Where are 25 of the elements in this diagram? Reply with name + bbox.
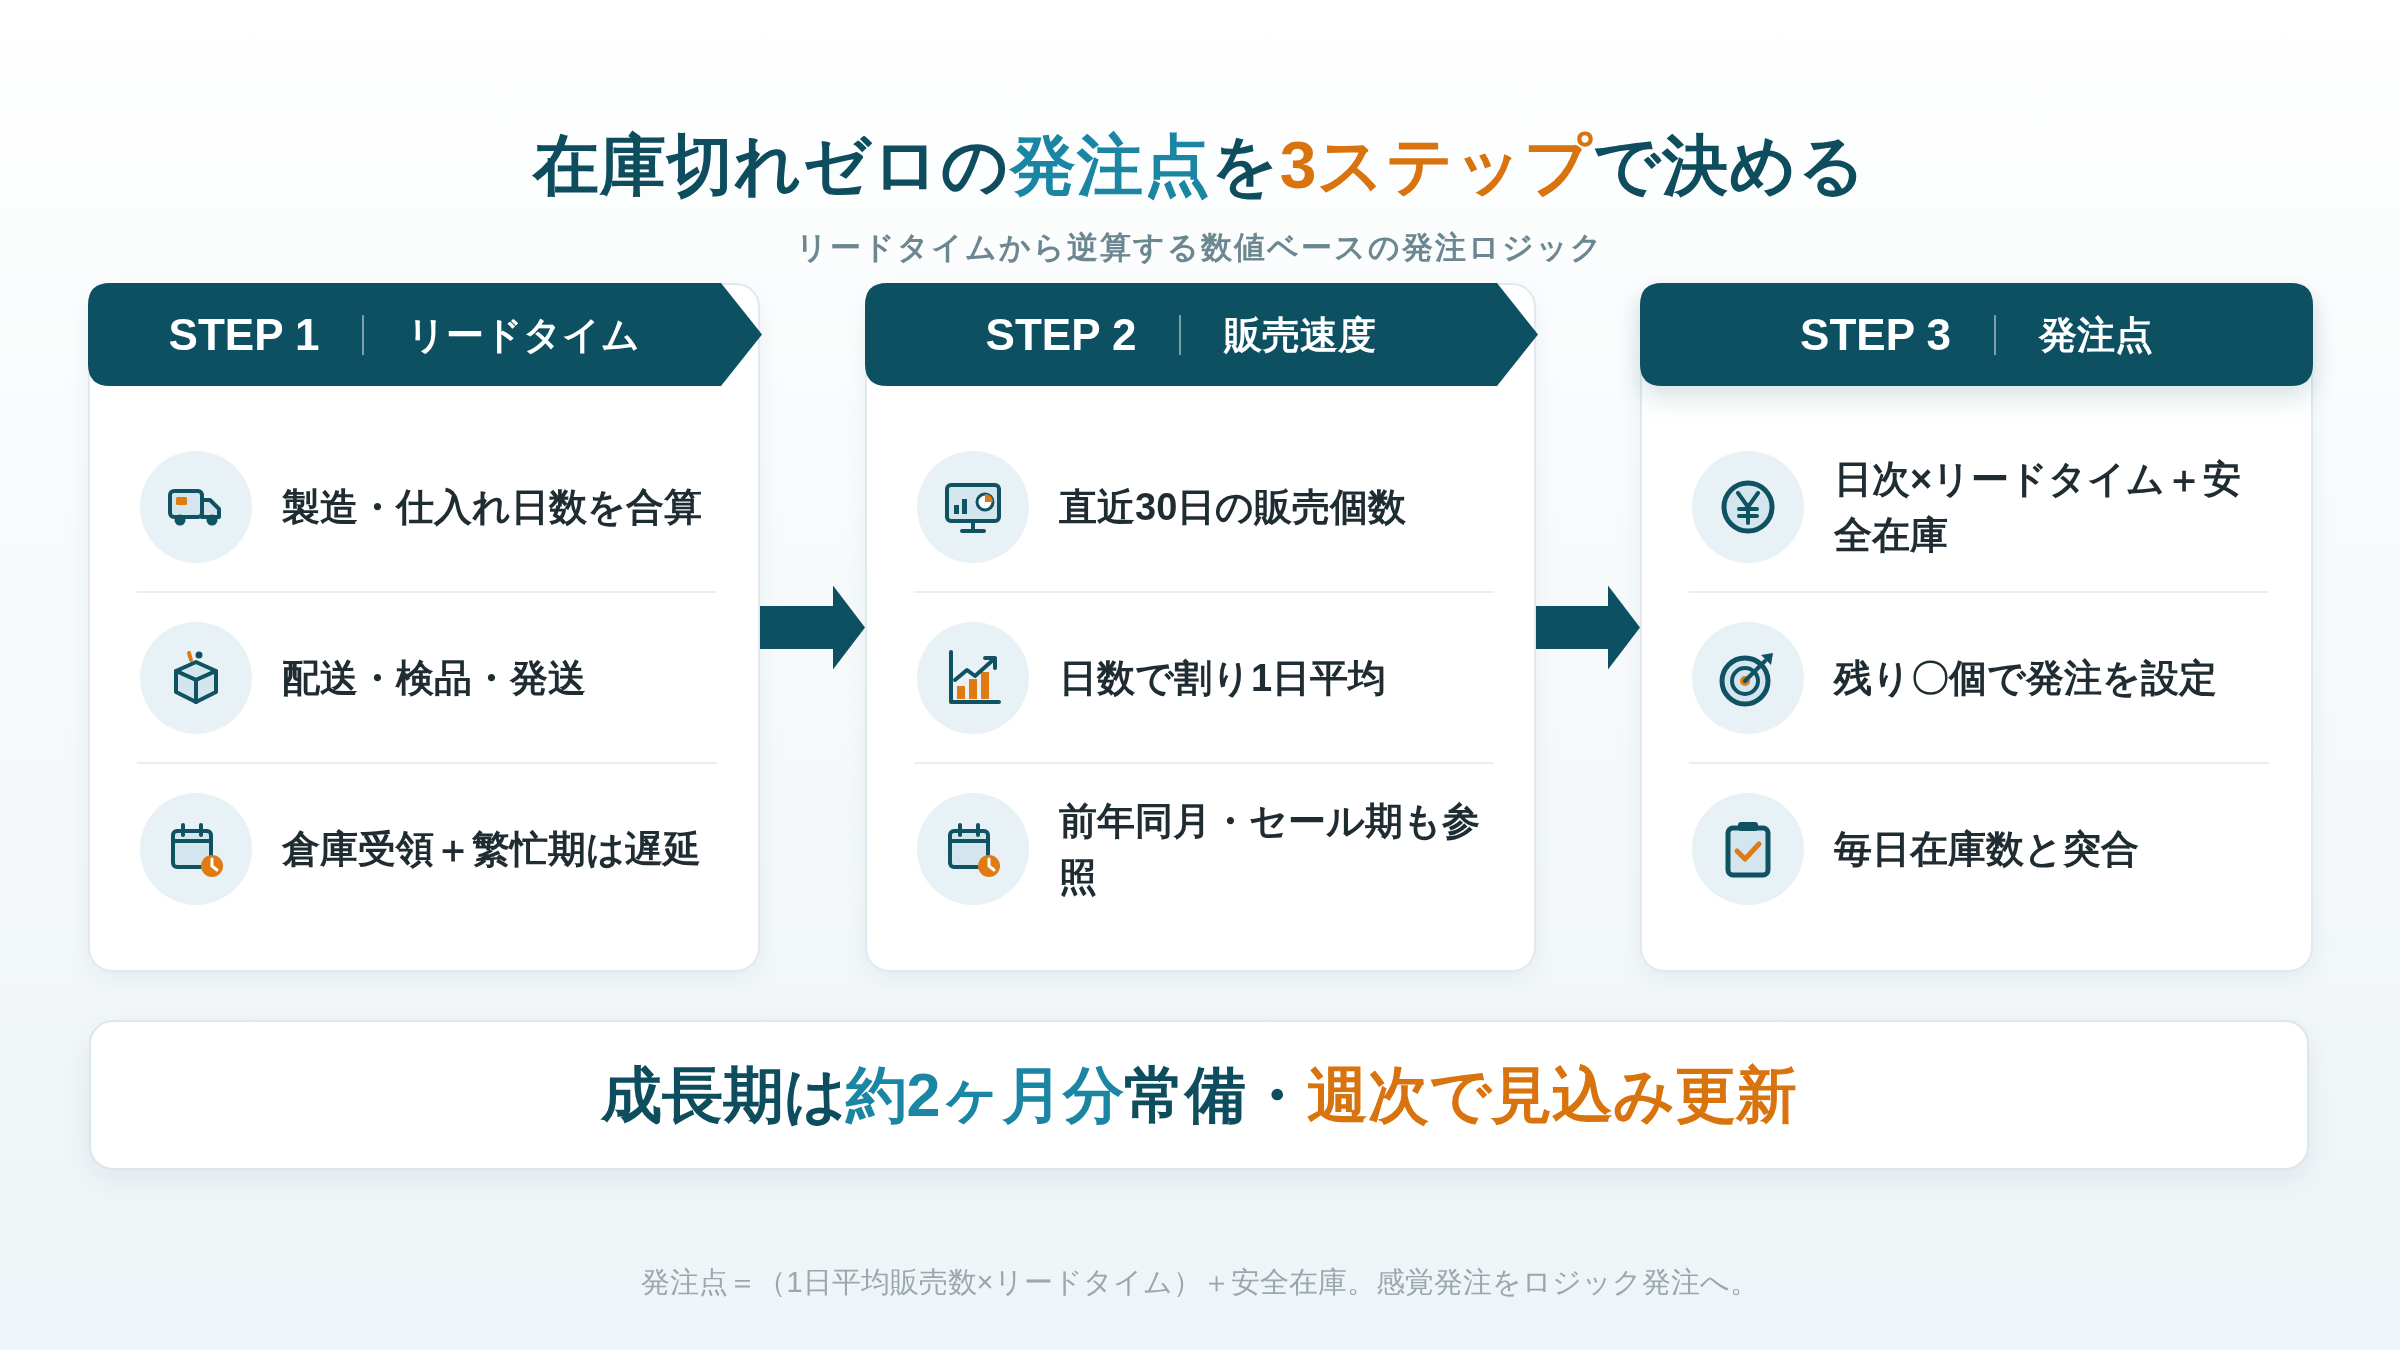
step-card [1640,283,2313,972]
arrow [760,585,865,670]
item-text: 残り〇個で発注を設定 [1834,655,2217,701]
step-title: リードタイム [407,312,641,358]
step-title: 発注点 [2038,312,2153,358]
item-text: 製造・仕入れ日数を合算 [282,484,702,530]
subtitle: リードタイムから逆算する数値ベースの発注ロジック [796,229,1604,267]
footnote: 発注点＝（1日平均販売数×リードタイム）＋安全在庫。感覚発注をロジック発注へ。 [641,1265,1759,1300]
arrow [1536,585,1640,670]
item-text: 前年同月・セール期も参照 [1059,798,1481,900]
step-card [88,283,760,972]
title: 在庫切れゼロの発注点を3ステップで決める [532,127,1868,204]
step-label: STEP 1 [168,308,320,361]
item-text: 日数で割り1日平均 [1059,655,1387,701]
item-text: 毎日在庫数と突合 [1834,826,2139,872]
step-label: STEP 2 [985,308,1137,361]
summary-banner [89,1020,2309,1170]
item-text: 倉庫受領＋繁忙期は遅延 [282,826,701,872]
step-label: STEP 3 [1800,308,1951,361]
summary-text: 成長期は約2ヶ月分常備・週次で見込み更新 [600,1060,1798,1131]
item-text: 直近30日の販売個数 [1059,484,1407,530]
step-card [865,283,1536,972]
step-title: 販売速度 [1224,312,1377,358]
item-text: 日次×リードタイム＋安全在庫 [1834,456,2243,558]
item-text: 配送・検品・発送 [282,655,586,701]
